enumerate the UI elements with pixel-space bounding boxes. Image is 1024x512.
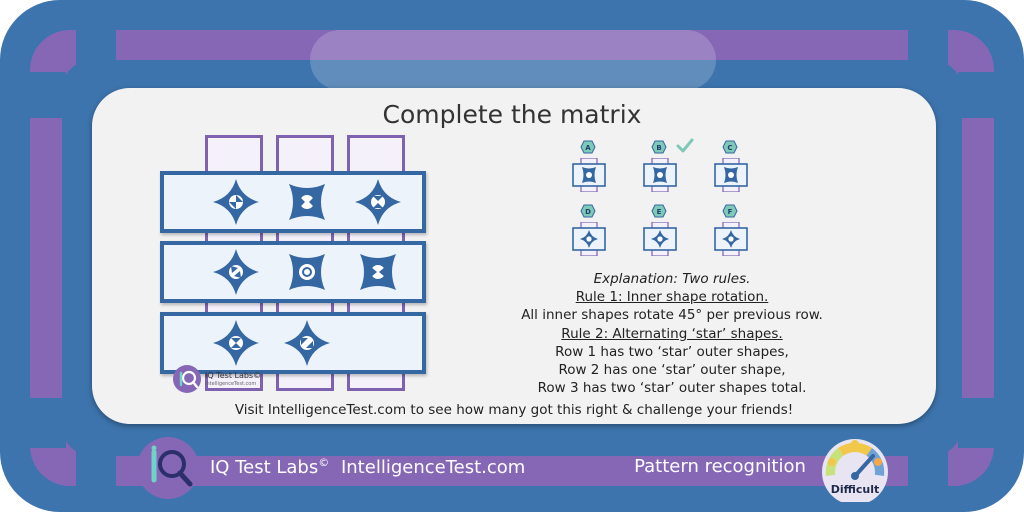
rule-2-line-1: Row 1 has two ‘star’ outer shapes, [555, 343, 789, 360]
ring-gap [908, 452, 948, 486]
puzzle-title: Complete the matrix [382, 100, 642, 129]
rule-2-line-2: Row 2 has one ‘star’ outer shape, [558, 362, 786, 379]
iq-logo-icon [173, 365, 201, 393]
option-b[interactable] [641, 158, 679, 192]
square-shape [289, 184, 325, 220]
footer-brand[interactable]: IQ Test Labs© IntelligenceTest.com [210, 456, 525, 478]
iq-test-labs-logo-icon [137, 437, 199, 499]
difficulty-label: Difficult [831, 483, 880, 496]
difficulty-gauge-icon: Difficult [822, 439, 888, 502]
mini-logo-site: IntelligenceTest.com [205, 381, 257, 387]
ring-gap [76, 452, 116, 486]
option-f[interactable] [712, 222, 750, 256]
option-e[interactable] [641, 222, 679, 256]
option-letter: F [728, 208, 733, 216]
rule-2-line-3: Row 3 has two ‘star’ outer shapes total. [537, 380, 807, 397]
ring-gap [958, 72, 994, 118]
option-badge-a[interactable]: A [580, 140, 596, 154]
option-d[interactable] [570, 222, 608, 256]
visit-text[interactable]: Visit IntelligenceTest.com to see how ma… [234, 402, 794, 418]
category-label: Pattern recognition [634, 456, 806, 477]
top-gloss [310, 30, 716, 90]
option-letter: B [656, 144, 661, 152]
ring-gap [30, 72, 66, 118]
rule-1-title: Rule 1: Inner shape rotation. [575, 289, 769, 306]
option-c[interactable] [712, 158, 750, 192]
option-badge-f[interactable]: F [722, 204, 738, 218]
rule-2-title: Rule 2: Alternating ‘star’ shapes. [561, 325, 783, 342]
mini-logo-name: IQ Test Labs© [205, 371, 262, 380]
ring-gap [908, 30, 948, 64]
option-a[interactable] [570, 158, 608, 192]
explanation: Explanation: Two rules. Rule 1: Inner sh… [472, 270, 872, 397]
check-icon [676, 138, 694, 153]
star-shape [284, 320, 330, 366]
option-letter: C [727, 144, 732, 152]
ring-gap [30, 398, 66, 448]
star-shape [355, 179, 401, 225]
ring-gap [76, 30, 116, 64]
footer-brand-site: IntelligenceTest.com [340, 457, 526, 478]
option-letter: D [585, 208, 591, 216]
footer-brand-name: IQ Test Labs [210, 457, 319, 478]
star-shape [213, 179, 259, 225]
option-badge-c[interactable]: C [722, 140, 738, 154]
option-badge-d[interactable]: D [580, 204, 596, 218]
footer-brand-mark: © [318, 456, 330, 469]
matrix-row-3 [160, 312, 426, 374]
option-badge-b[interactable]: B [651, 140, 667, 154]
option-letter: E [657, 208, 662, 216]
star-shape [213, 249, 259, 295]
square-shape [360, 254, 396, 290]
mini-logo-text: IQ Test Labs© IntelligenceTest.com [205, 371, 261, 389]
square-shape [289, 254, 325, 290]
ring-gap [958, 398, 994, 448]
option-badge-e[interactable]: E [651, 204, 667, 218]
option-letter: A [585, 144, 591, 152]
rule-1-text: All inner shapes rotate 45° per previous… [521, 307, 823, 324]
star-shape [213, 320, 259, 366]
explanation-heading: Explanation: Two rules. [593, 271, 751, 287]
